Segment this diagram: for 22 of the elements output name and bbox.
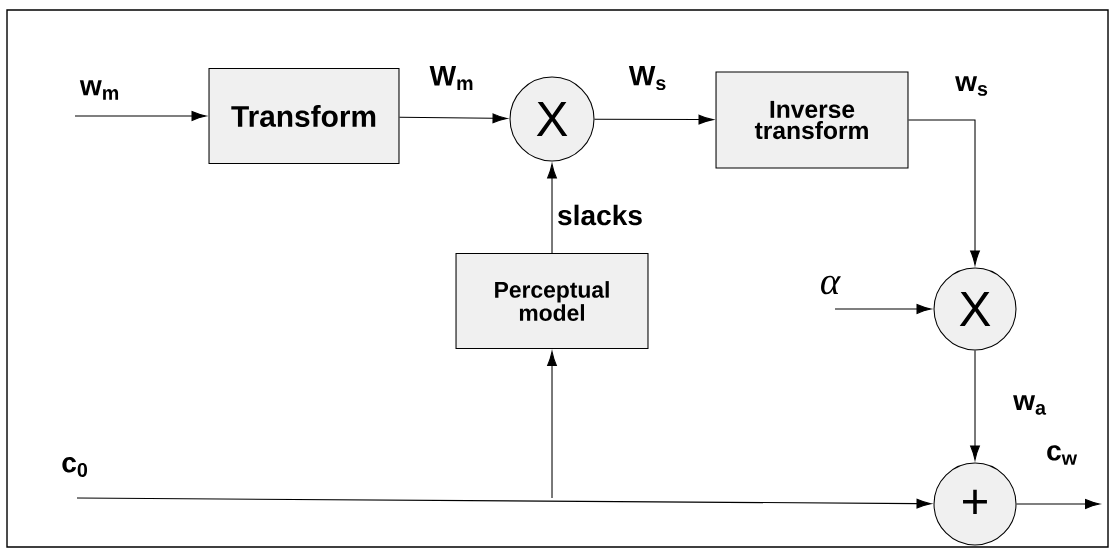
process-box: Transform — [208, 68, 400, 165]
arrow — [74, 111, 207, 121]
arrow — [908, 119, 980, 266]
edge-label: slacks — [558, 204, 642, 226]
edge-label: W$_{m}$ — [429, 66, 473, 90]
process-box: Inverse transform — [715, 71, 909, 169]
arrow — [1016, 499, 1100, 509]
edge-label: c$_{w}$ — [1047, 445, 1078, 465]
arrow — [970, 350, 980, 461]
edge-label: w$_{s}$ — [955, 76, 988, 96]
edge-label: W$_{s}$ — [628, 65, 666, 91]
arrow — [399, 113, 508, 124]
edge-label: α — [821, 275, 841, 295]
arrow — [834, 304, 932, 314]
arrow — [547, 351, 557, 499]
edge-label: w$_{m}$ — [79, 80, 119, 100]
arrow — [594, 114, 714, 125]
arrow — [547, 163, 557, 254]
arrow — [76, 497, 932, 509]
edge-label: w$_{a}$ — [1013, 395, 1047, 415]
process-box: Perceptual model — [455, 253, 649, 349]
edge-label: c$_{0}$ — [62, 457, 88, 477]
